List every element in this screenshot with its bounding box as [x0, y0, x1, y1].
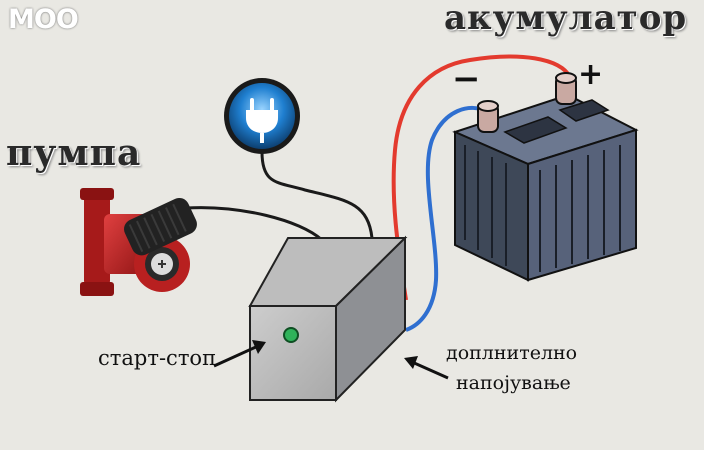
terminal-negative [477, 100, 499, 133]
start-stop-led [283, 327, 299, 343]
battery-icon: − + [452, 57, 639, 282]
extra-supply-arrow [411, 360, 449, 380]
red-wire [391, 54, 572, 301]
terminal-positive [555, 72, 577, 105]
minus-sign: − [452, 59, 481, 99]
arrows [213, 340, 449, 380]
start-stop-arrow [213, 344, 259, 368]
power-plug-icon [224, 78, 300, 154]
start-stop-label: старт-стоп [98, 346, 217, 370]
circulation-pump-icon [80, 188, 197, 296]
controller-box-icon [248, 235, 408, 403]
blue-wire [405, 106, 489, 332]
plus-sign: + [578, 57, 603, 92]
power-cable [260, 151, 374, 239]
pump-cable [185, 206, 324, 242]
channel-logo: MOO [8, 4, 79, 35]
pump-label: пумпа [6, 132, 142, 174]
extra-supply-label-line2: напојување [456, 372, 571, 394]
extra-supply-label-line1: доплнително [446, 342, 578, 364]
wires [185, 54, 572, 332]
battery-label: акумулатор [444, 0, 688, 38]
